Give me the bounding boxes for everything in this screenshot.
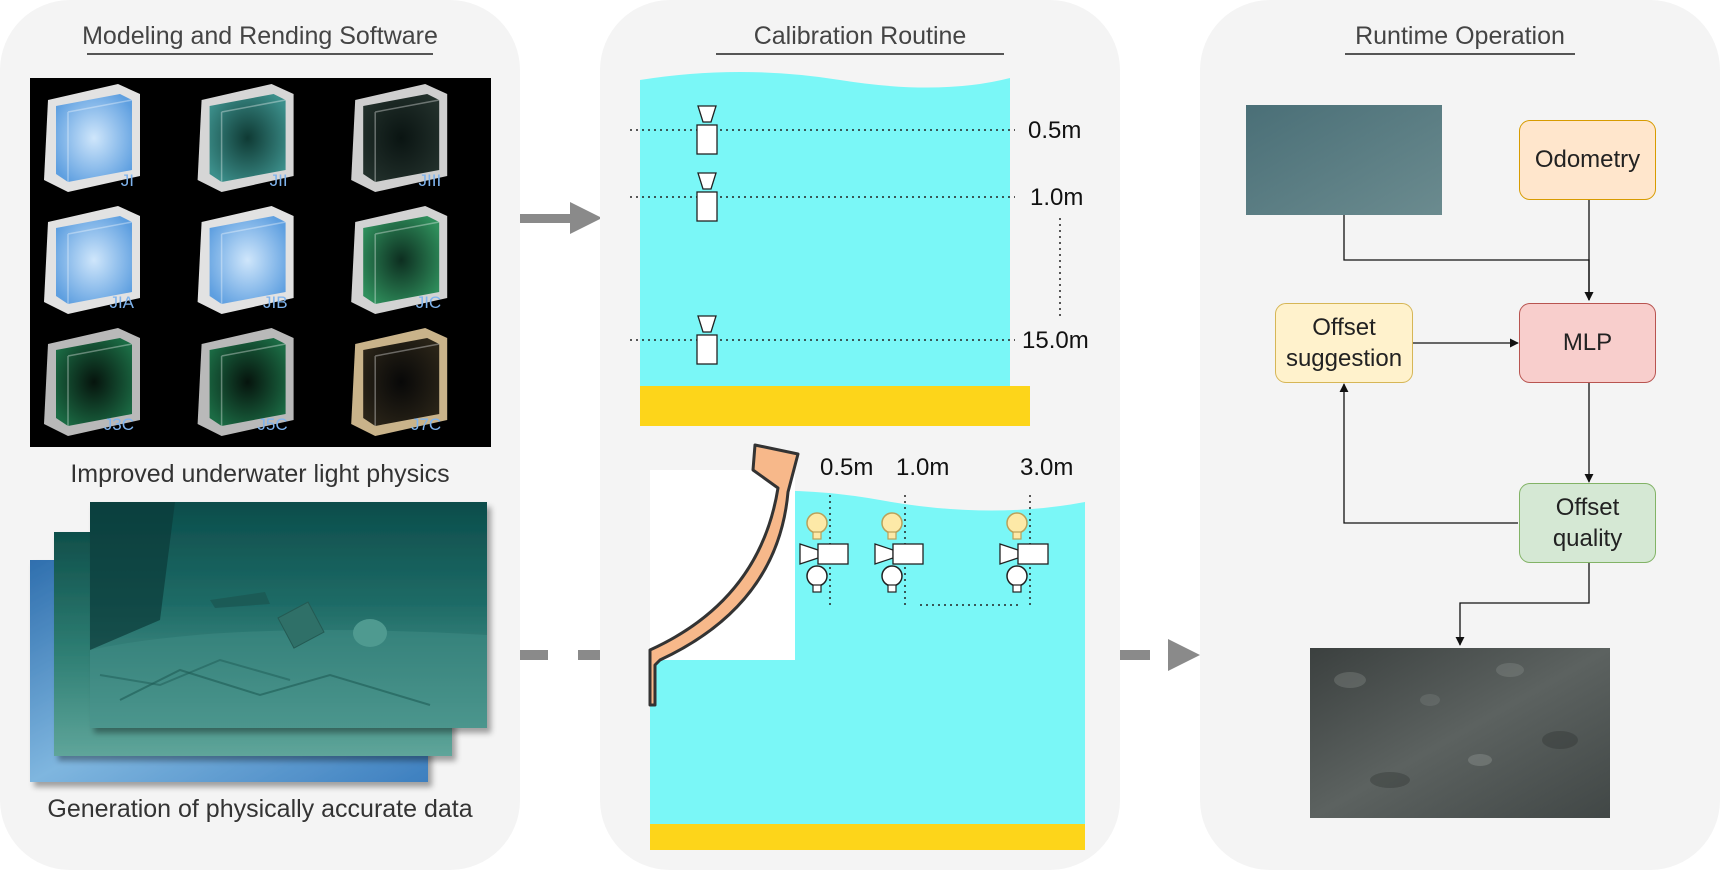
distance-label-0.5m: 0.5m <box>820 454 873 481</box>
edge-quality-to-output <box>1455 563 1590 646</box>
cube-jiii: JIII <box>351 84 448 192</box>
camera-at-0.5m <box>696 105 718 155</box>
cube-label: J7C <box>411 415 441 434</box>
cube-j3c: J3C <box>44 328 140 436</box>
odometry-node: Odometry <box>1519 120 1656 200</box>
odometry-node-label: Odometry <box>1534 146 1641 174</box>
cube-label: JIII <box>419 171 442 190</box>
cube-label: JIB <box>263 293 288 312</box>
cube-jic: JIC <box>351 206 448 314</box>
cube-ji: JI <box>44 84 140 192</box>
cube-label: JII <box>270 171 288 190</box>
distance-label-3.0m: 3.0m <box>1020 454 1073 481</box>
edge-image-to-mlp <box>1343 215 1594 301</box>
depth-label-15.0m: 15.0m <box>1022 327 1089 354</box>
edge-quality-to-suggestion <box>1339 383 1518 524</box>
seabed-sand <box>640 386 1030 426</box>
vertical-calibration-scene: 0.5m 1.0m 15.0m <box>630 72 1089 426</box>
raw-camera-image <box>1246 105 1442 215</box>
depth-label-0.5m: 0.5m <box>1028 117 1081 144</box>
dashed-connector-modeling-to-calibration <box>520 650 602 660</box>
caption-light-physics: Improved underwater light physics <box>70 460 450 488</box>
camera-rig-2 <box>874 512 924 593</box>
runtime-panel-title: Runtime Operation <box>1300 22 1620 55</box>
cube-label: JIC <box>416 293 442 312</box>
cube-label: JIA <box>109 293 134 312</box>
calibration-panel-title: Calibration Routine <box>660 22 1060 55</box>
ship-hull <box>648 443 800 707</box>
horizontal-calibration-scene: 0.5m 1.0m 3.0m <box>648 443 1085 850</box>
cube-label: J5C <box>257 415 287 434</box>
ship-interior <box>650 470 795 660</box>
runtime-flow <box>1246 105 1610 818</box>
modeling-panel-title: Modeling and Rending Software <box>20 22 500 55</box>
dashed-arrow-calibration-to-runtime <box>1120 639 1200 671</box>
cube-jia: JIA <box>44 206 140 314</box>
camera-rig-3 <box>999 512 1049 593</box>
offset-quality-node-label: Offset quality <box>1552 493 1623 552</box>
caption-generation: Generation of physically accurate data <box>47 795 473 823</box>
rendered-scene-details <box>90 502 487 728</box>
cube-jib: JIB <box>197 206 294 314</box>
tank-floor-sand <box>650 824 1085 850</box>
cube-jii: JII <box>197 84 294 192</box>
cube-j5c: J5C <box>197 328 294 436</box>
arrow-modeling-to-calibration <box>520 202 602 234</box>
offset-suggestion-node: Offset suggestion <box>1275 303 1413 383</box>
cube-grid: JI JII JIII JIA JIB JIC J3C J5C J7C <box>30 78 491 447</box>
depth-label-1.0m: 1.0m <box>1030 184 1083 211</box>
distance-label-1.0m: 1.0m <box>896 454 949 481</box>
output-image-texture <box>1334 663 1578 788</box>
offset-quality-node: Offset quality <box>1519 483 1656 563</box>
camera-rig-1 <box>799 512 849 593</box>
offset-suggestion-node-label: Offset suggestion <box>1285 313 1403 372</box>
camera-at-15.0m <box>696 315 718 365</box>
cube-label: J3C <box>104 415 134 434</box>
cube-j7c: J7C <box>351 328 448 436</box>
water-column <box>640 72 1010 386</box>
mlp-node: MLP <box>1519 303 1656 383</box>
mlp-node-label: MLP <box>1562 329 1613 357</box>
rendered-image-stack <box>30 502 487 782</box>
cube-label: JI <box>121 171 134 190</box>
camera-at-1.0m <box>696 172 718 222</box>
corrected-output-image <box>1310 648 1610 818</box>
